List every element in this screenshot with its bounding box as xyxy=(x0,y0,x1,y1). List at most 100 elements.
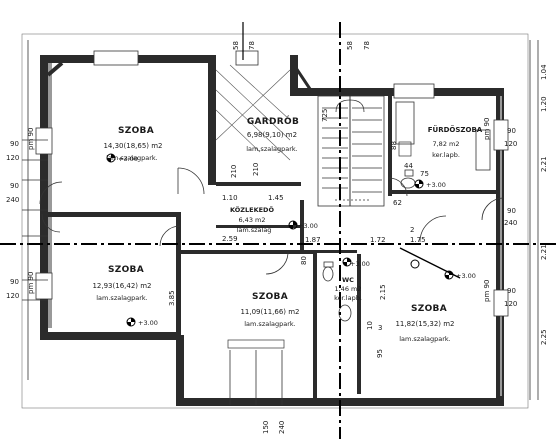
dim-label: pm 90 xyxy=(27,272,35,294)
dim-label: 3.85 xyxy=(168,290,176,306)
level-label: +3.00 xyxy=(138,319,158,327)
dim-label: 58 xyxy=(232,41,240,50)
bay-corner xyxy=(46,61,64,77)
outer-frame xyxy=(21,33,529,409)
dim-label: 90 xyxy=(10,140,19,148)
section-marker xyxy=(410,259,420,269)
room-area: 6,43 m2 xyxy=(238,216,265,224)
dim-label: 88 xyxy=(390,141,398,150)
dim-label: 2.15 xyxy=(379,284,387,300)
dim-label: 78 xyxy=(248,41,256,50)
dim-label: 90 xyxy=(507,127,516,135)
room-area: 7,82 m2 xyxy=(432,140,459,148)
dim-label: 1.72 xyxy=(370,236,386,244)
dim-label: 120 xyxy=(504,140,517,148)
level-marker xyxy=(414,179,424,189)
dim-label: 10 xyxy=(366,321,374,330)
room-gardrob: GARDRÓB 6,98(9,10) m2 lam.szalagpark. xyxy=(246,115,299,153)
dim-label: 62 xyxy=(393,199,402,207)
dim-label: 2 xyxy=(410,226,414,234)
dim-label: 1.75 xyxy=(410,236,426,244)
dim-label: pm 90 xyxy=(27,128,35,150)
dim-label: 90 xyxy=(507,207,516,215)
dim-label: 44 xyxy=(404,162,413,170)
dim-label: 2.25 xyxy=(540,329,548,345)
room-area: 11,09(11,66) m2 xyxy=(240,308,299,316)
dim-label: 120 xyxy=(6,154,19,162)
room-area: 1,46 m2 xyxy=(334,285,361,293)
level-label: +3.00 xyxy=(118,155,138,163)
room-name: SZOBA xyxy=(252,292,288,302)
dim-label: 240 xyxy=(6,196,19,204)
room-floor: lam.szalagpark. xyxy=(106,154,158,162)
level-marker xyxy=(106,153,116,163)
room-name: GARDRÓB xyxy=(247,115,299,127)
doors xyxy=(39,167,505,405)
room-area: 12,93(16,42) m2 xyxy=(92,282,151,290)
interior-walls xyxy=(48,96,500,400)
room-szoba-w: SZOBA 12,93(16,42) m2 lam.szalagpark. +3… xyxy=(92,265,157,327)
level-markers xyxy=(106,153,454,327)
dim-label: 240 xyxy=(278,421,286,434)
level-label: +3.00 xyxy=(426,181,446,189)
dim-label: 725 xyxy=(321,109,329,122)
dim-label: 75 xyxy=(420,170,429,178)
exterior-walls xyxy=(40,55,504,406)
dim-label: 80 xyxy=(300,256,308,265)
level-marker xyxy=(342,257,352,267)
dim-label: 1.04 xyxy=(540,64,548,80)
level-marker xyxy=(126,317,136,327)
dim-label: 3 xyxy=(378,324,382,332)
dim-label: 210 xyxy=(252,163,260,176)
room-floor: lam.szalagpark. xyxy=(96,294,148,302)
dim-label: 1.45 xyxy=(268,194,284,202)
dim-label: 2.21 xyxy=(540,244,548,260)
room-name: FÜRDŐSZOBA xyxy=(428,125,483,134)
room-floor: lam.szalagpark. xyxy=(246,145,298,153)
staircase xyxy=(317,95,385,207)
room-name: SZOBA xyxy=(411,304,447,314)
dim-label: 90 xyxy=(507,287,516,295)
dim-label: 78 xyxy=(363,41,371,50)
room-floor: lam.szalag xyxy=(237,226,272,234)
room-name: SZOBA xyxy=(108,265,144,275)
level-label: +3.00 xyxy=(350,260,370,268)
room-kozlekedo: KÖZLEKEDŐ 6,43 m2 lam.szalag +3.00 xyxy=(230,205,318,234)
dim-label: 1.20 xyxy=(540,96,548,112)
windows xyxy=(35,50,509,317)
room-furdo: FÜRDŐSZOBA 7,82 m2 ker.lapb. +3.00 xyxy=(426,125,483,189)
dim-label: 120 xyxy=(504,300,517,308)
gardrob-angle xyxy=(290,61,314,93)
dim-label: 240 xyxy=(504,219,517,227)
room-wc: WC 1,46 m2 ker.lapb. +3.00 xyxy=(334,260,370,302)
right-dimension-chain xyxy=(529,40,539,400)
room-name: KÖZLEKEDŐ xyxy=(230,205,274,214)
room-floor: lam.szalagpark. xyxy=(244,320,296,328)
level-marker xyxy=(288,220,298,230)
level-label: +3.00 xyxy=(298,222,318,230)
room-szoba-nw: SZOBA 14,30(18,65) m2 lam.szalagpark. +3… xyxy=(103,126,162,163)
gardrob-hatching xyxy=(215,64,291,161)
room-name: SZOBA xyxy=(118,126,154,136)
left-dimension-chain xyxy=(22,40,48,380)
axis-lines xyxy=(0,22,560,439)
level-label: +3.00 xyxy=(456,272,476,280)
dim-label: 95 xyxy=(376,349,384,358)
room-szoba-c: SZOBA 11,09(11,66) m2 lam.szalagpark. xyxy=(240,292,299,328)
dim-label: 90 xyxy=(10,182,19,190)
room-floor: lam.szalagpark. xyxy=(399,335,451,343)
dim-label: 58 xyxy=(346,41,354,50)
room-szoba-se: SZOBA 11,82(15,32) m2 lam.szalagpark. +3… xyxy=(395,272,475,343)
room-floor: ker.lapb. xyxy=(432,151,460,159)
dim-label: 210 xyxy=(230,165,238,178)
level-marker xyxy=(444,270,454,280)
dim-label: pm 90 xyxy=(483,118,491,140)
dim-label: 120 xyxy=(6,292,19,300)
dim-label: 150 xyxy=(262,421,270,434)
room-area: 14,30(18,65) m2 xyxy=(103,142,162,150)
dim-label: 2.59 xyxy=(222,235,238,243)
dim-label: 2.21 xyxy=(540,156,548,172)
dim-label: 1.10 xyxy=(222,194,238,202)
dim-label: pm 90 xyxy=(483,280,491,302)
